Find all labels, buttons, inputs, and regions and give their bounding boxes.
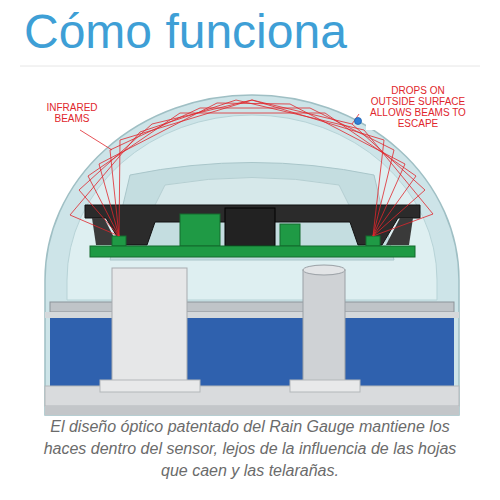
circuit-board [90,246,415,257]
pcb-component [280,224,300,246]
housing-fill [50,318,454,388]
chip [225,208,275,246]
outer-dome [45,95,459,415]
base-plate [45,406,459,415]
ir-emitter [112,236,126,246]
ir-receiver [366,236,380,246]
pcb-component [180,214,220,246]
holder-leg [386,218,413,245]
post-top [303,265,345,275]
seal-ring [50,302,454,312]
title-holder: Cómo funciona [24,2,347,62]
housing-rim [45,312,459,318]
caption-holder: El diseño óptico patentado del Rain Gaug… [40,416,460,482]
leader-line [80,130,112,150]
title-rule [20,66,480,67]
callout-label: DROPS ON OUTSIDE SURFACE ALLOWS BEAMS TO… [366,84,470,130]
water-drop [355,118,362,125]
base-step [100,380,200,392]
optics-holder [85,205,420,245]
callout-holder: DROPS ON OUTSIDE SURFACE ALLOWS BEAMS TO… [366,84,470,130]
base-step [290,380,360,392]
callout-holder: INFRARED BEAMS [34,101,110,125]
callout-label: INFRARED BEAMS [34,101,110,125]
mount-post [303,270,345,386]
battery-block [112,268,187,386]
page-title: Cómo funciona [24,2,347,62]
figure-caption: El diseño óptico patentado del Rain Gaug… [40,416,460,482]
